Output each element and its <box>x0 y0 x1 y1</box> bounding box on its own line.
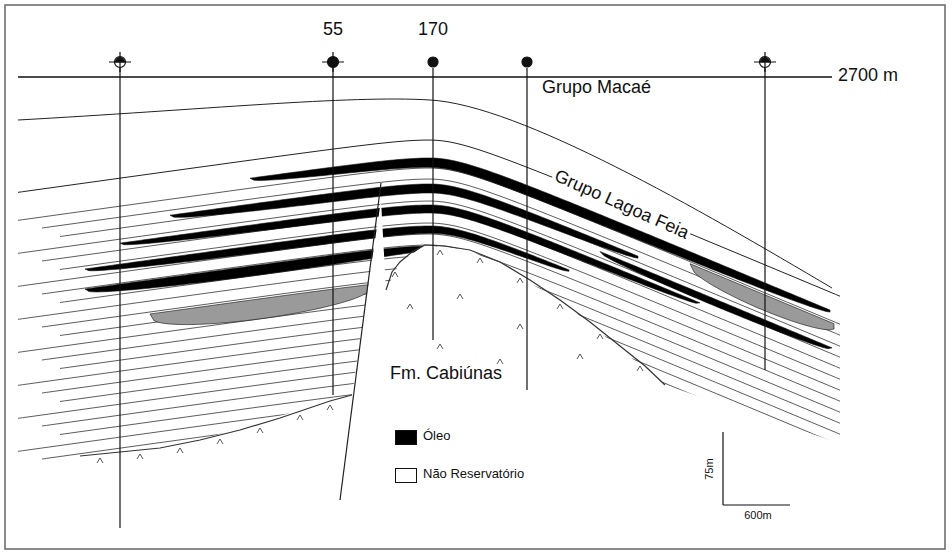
basement-mark <box>217 439 223 444</box>
bed-line <box>18 267 840 423</box>
scale-label: 600m <box>742 509 774 521</box>
group-boundary <box>18 140 840 296</box>
basement-mark <box>407 304 413 309</box>
wells <box>109 52 776 528</box>
basement-mark <box>257 428 263 433</box>
datum-line <box>18 76 832 77</box>
basement-mark <box>577 354 583 359</box>
legend-text: Óleo <box>421 429 452 443</box>
strata <box>18 158 840 555</box>
bed-line <box>60 388 840 544</box>
well-dot <box>428 57 438 67</box>
well-number: 170 <box>416 20 450 40</box>
basement-mark <box>437 344 443 349</box>
bed-line <box>42 410 840 555</box>
basement-mark <box>517 324 523 329</box>
legend-swatch <box>395 430 417 445</box>
basement-mark <box>137 454 143 459</box>
basement-mark <box>297 415 303 420</box>
unit-name: Fm. Cabiúnas <box>388 364 504 384</box>
macae-top <box>18 99 832 288</box>
bed-line <box>42 179 840 335</box>
reservoir-lens <box>150 284 370 324</box>
basement-mark <box>437 250 443 255</box>
scale-label: 75m <box>703 456 715 481</box>
bed-line <box>42 311 840 467</box>
oil-well-symbol <box>322 52 344 72</box>
bed-line <box>42 212 840 368</box>
basement-top <box>386 245 665 385</box>
basement-mark <box>517 278 523 283</box>
basement-mark <box>597 334 603 339</box>
basement-mark <box>637 366 643 371</box>
bed-line <box>60 355 840 511</box>
bed-line <box>18 333 840 489</box>
legend-swatch <box>395 468 417 483</box>
basement-mark <box>97 458 103 463</box>
basement-mark <box>177 448 183 453</box>
bed-line <box>18 234 840 390</box>
oil-lens <box>85 246 437 292</box>
oil-lens <box>600 252 832 349</box>
basement-mark <box>392 272 398 277</box>
scale-bar <box>723 432 790 505</box>
bed-line <box>42 344 840 500</box>
frame <box>5 5 945 549</box>
bed-line <box>18 300 840 456</box>
basement-mark <box>457 294 463 299</box>
unit-name: Grupo Macaé <box>540 78 653 98</box>
bed-line <box>42 377 840 533</box>
dry-well-symbol <box>109 52 131 72</box>
bed-line <box>18 201 840 357</box>
fault <box>340 183 381 500</box>
well-dot <box>522 57 532 67</box>
well-number: 55 <box>321 20 345 40</box>
bed-line <box>18 366 840 522</box>
basement-marks <box>97 250 643 463</box>
basement-mark <box>557 304 563 309</box>
dry-well-symbol <box>754 52 776 72</box>
basement-top <box>80 395 352 456</box>
basement-mark <box>477 258 483 263</box>
datum-depth: 2700 m <box>836 66 900 86</box>
bed-line <box>18 399 840 555</box>
basement-mark <box>327 405 333 410</box>
legend-text: Não Reservatório <box>421 467 526 481</box>
